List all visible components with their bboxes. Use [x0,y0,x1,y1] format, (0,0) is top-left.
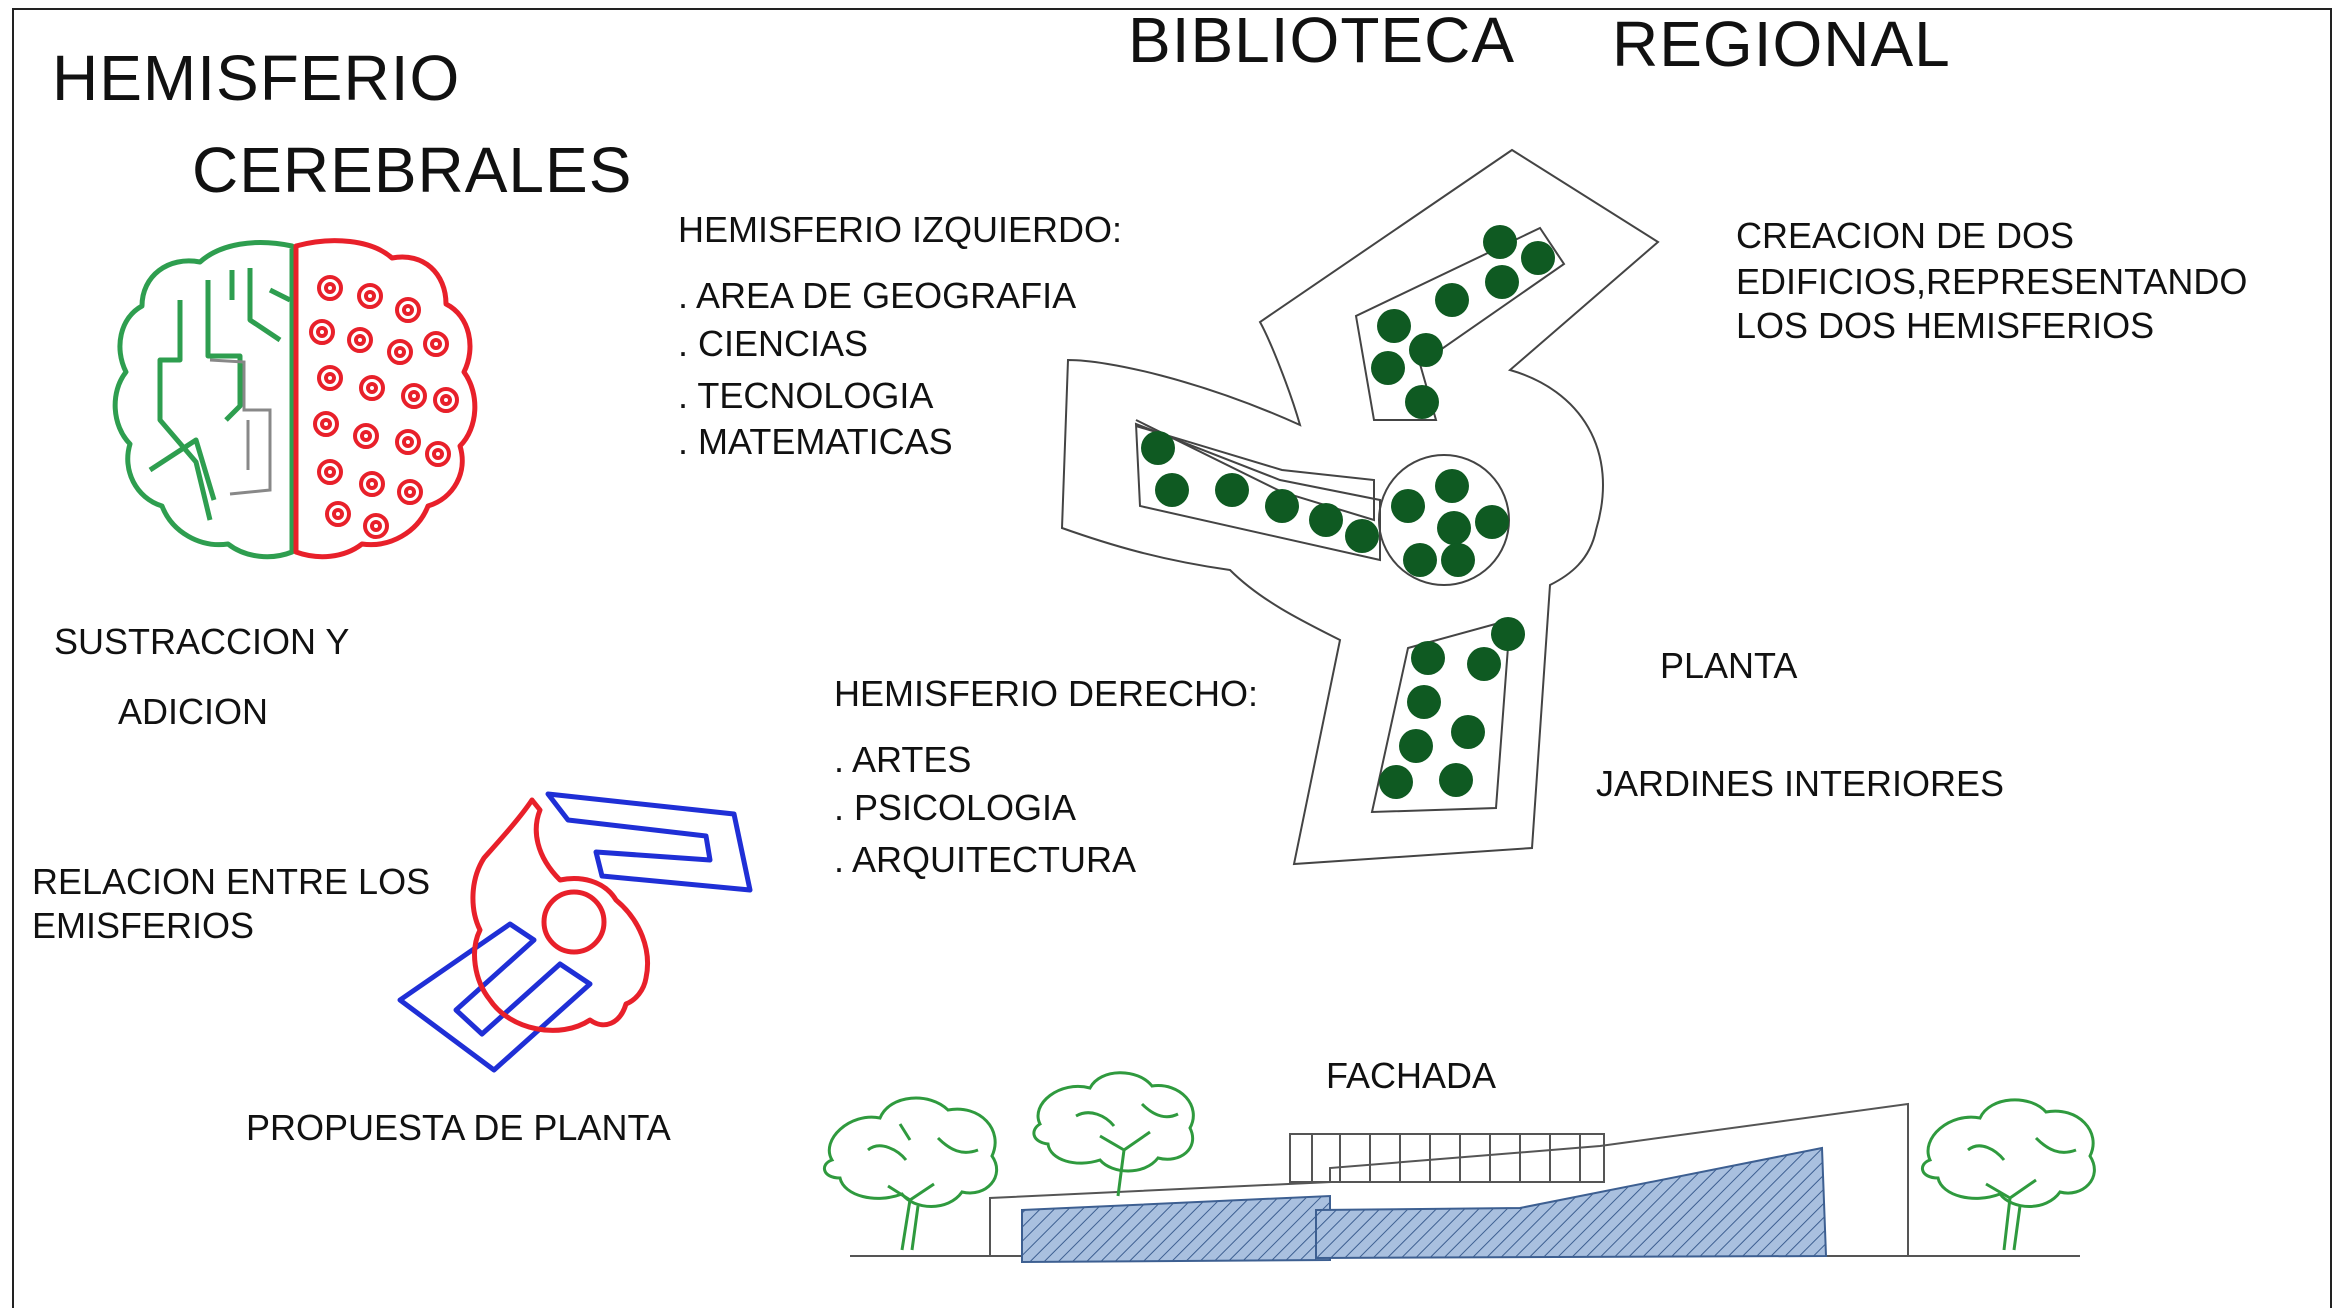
left-brain-inner-lines [209,358,272,496]
tree-icon [1371,351,1405,385]
tree-icon [1155,473,1189,507]
concept-title-line1: HEMISFERIO [52,42,461,114]
tree-icon [1399,729,1433,763]
tree-icon [1309,503,1343,537]
label-sustraccion: SUSTRACCION Y [54,621,350,662]
title-regional: REGIONAL [1612,8,1951,80]
tree-icon [1345,519,1379,553]
right-item-arquitectura: . ARQUITECTURA [834,839,1137,880]
page-frame [12,8,2332,1308]
plan-garden-trees [1141,225,1555,799]
title-biblioteca: BIBLIOTECA [1128,4,1515,76]
label-adicion: ADICION [118,691,269,732]
tree-icon [1435,469,1469,503]
plan-bottom-wing-garden [1370,618,1512,814]
right-item-psicologia: . PSICOLOGIA [834,787,1077,828]
tree-icon [1379,765,1413,799]
label-relacion-line2: EMISFERIOS [32,905,255,946]
note-creation-line1: CREACION DE DOS [1736,215,2075,256]
tree-icon [1265,489,1299,523]
concept-title-line2: CEREBRALES [192,134,633,206]
plan-left-wing-inner [1135,419,1375,522]
facade-glass-right [1315,1146,1828,1260]
tree-icon [1483,225,1517,259]
label-propuesta-de-planta: PROPUESTA DE PLANTA [246,1107,671,1148]
left-item-matematicas: . MATEMATICAS [678,421,953,462]
right-brain-swirls [309,275,459,539]
tree-icon [1403,543,1437,577]
tree-icon [1921,1098,2096,1251]
tree-icon [1437,511,1471,545]
note-creation-line3: LOS DOS HEMISFERIOS [1736,305,2155,346]
left-hemisphere-heading: HEMISFERIO IZQUIERDO: [678,209,1123,250]
tree-icon [1491,617,1525,651]
right-hemisphere-heading: HEMISFERIO DERECHO: [834,673,1259,714]
tree-icon [1141,431,1175,465]
plan-central-court [1378,454,1510,586]
label-fachada: FACHADA [1326,1055,1497,1096]
tree-icon [1467,647,1501,681]
tree-icon [1451,715,1485,749]
tree-icon [1405,385,1439,419]
facade-glass-left [1021,1194,1331,1264]
tree-icon [1215,473,1249,507]
brain-icon [112,238,478,560]
tree-icon [1475,505,1509,539]
left-item-tecnologia: . TECNOLOGIA [678,375,934,416]
plan-outline [1060,148,1660,866]
proposal-plan-diagram [397,791,753,1073]
note-creation-line2: EDIFICIOS,REPRESENTANDO [1736,261,2248,302]
tree-icon [1409,333,1443,367]
left-item-geografia: . AREA DE GEOGRAFIA [678,275,1077,316]
proposal-blue-upper [545,791,753,893]
tree-icon [1485,265,1519,299]
proposal-red-center [541,889,607,955]
right-item-artes: . ARTES [834,739,972,780]
tree-icon [1521,241,1555,275]
tree-icon [1032,1071,1195,1197]
tree-icon [1407,685,1441,719]
tree-icon [1441,543,1475,577]
label-relacion-line1: RELACION ENTRE LOS [32,861,431,902]
proposal-blue-lower [397,921,593,1073]
label-jardines-interiores: JARDINES INTERIORES [1596,763,2005,804]
left-brain-half [112,240,295,560]
tree-icon [1377,309,1411,343]
proposal-red-shape [470,797,650,1033]
tree-icon [1411,641,1445,675]
tree-icon [1435,283,1469,317]
tree-icon [1439,763,1473,797]
left-item-ciencias: . CIENCIAS [678,323,869,364]
facade-elevation [823,1071,2096,1264]
right-brain-half [293,238,478,560]
tree-icon [823,1096,999,1251]
label-planta: PLANTA [1660,645,1798,686]
site-plan [1060,148,1660,866]
facade-trees [823,1071,2096,1251]
tree-icon [1391,489,1425,523]
